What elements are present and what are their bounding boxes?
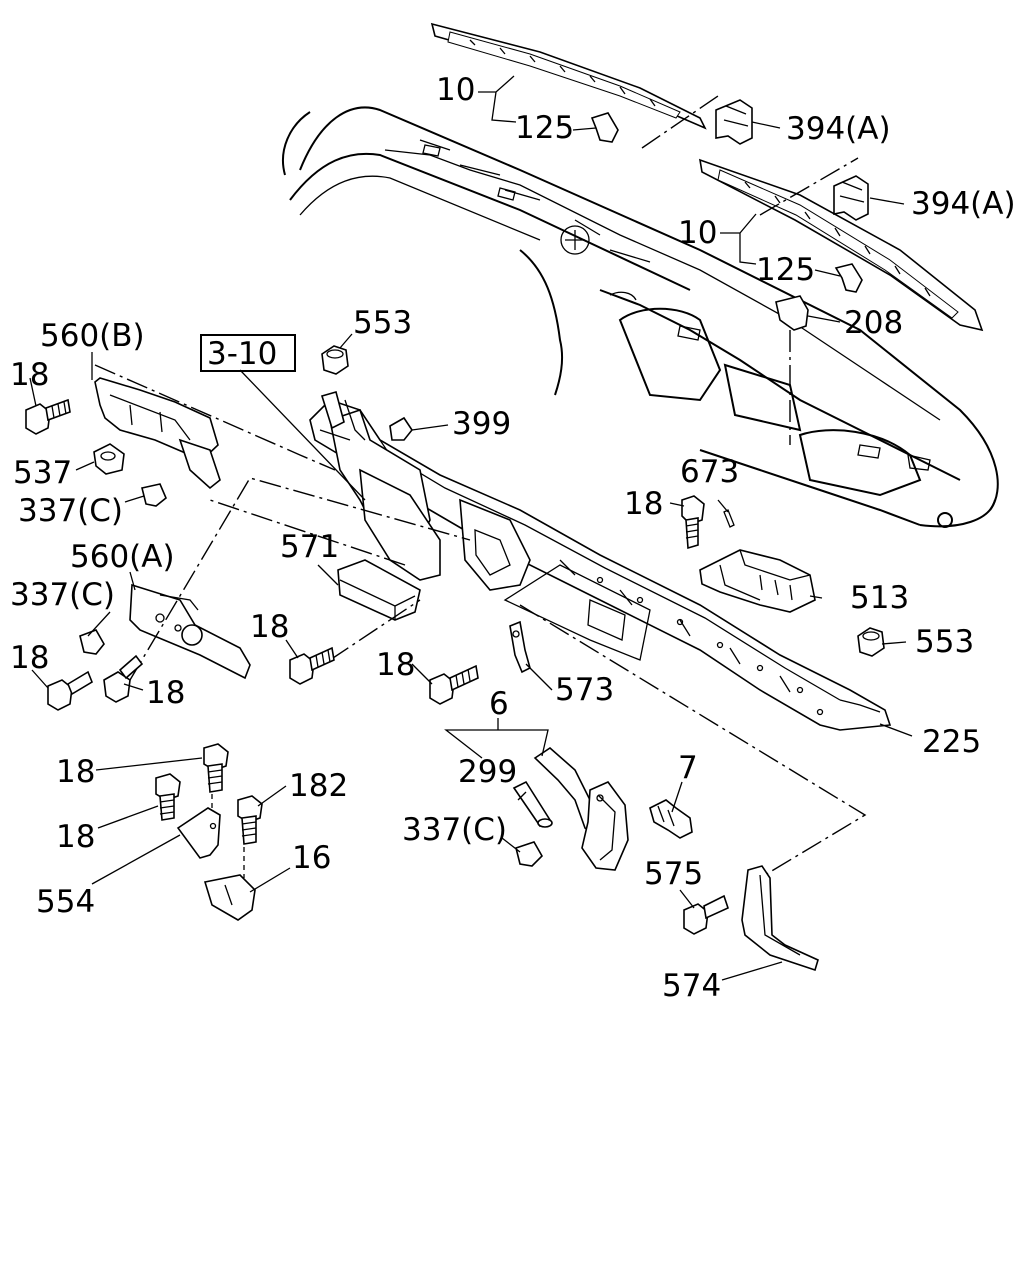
bolt-18-h — [155, 773, 181, 821]
callout-399: 399 — [452, 406, 511, 442]
spacer-299 — [512, 780, 553, 828]
callout-125: 125 — [756, 252, 815, 288]
fastener-394a-lower — [833, 175, 869, 221]
cross-member-225 — [309, 391, 892, 731]
bolt-575 — [683, 894, 729, 935]
callout-10: 10 — [678, 215, 717, 251]
bolt-18-a — [25, 398, 71, 435]
callout-18: 18 — [10, 640, 49, 676]
defroster-grille-upper — [430, 22, 707, 130]
callout-182: 182 — [289, 768, 348, 804]
callout-299: 299 — [458, 754, 517, 790]
nut-553-upper — [321, 345, 349, 375]
callout-208: 208 — [844, 305, 903, 341]
bolt-182 — [237, 795, 263, 845]
callout-575: 575 — [644, 856, 703, 892]
callout-337c: 337(C) — [402, 812, 507, 848]
bracket-513 — [699, 549, 816, 613]
callout-16: 16 — [292, 840, 331, 876]
callout-10: 10 — [436, 72, 475, 108]
callout-labels: 10 125 394(A) 394(A) 10 125 208 560(B) 3… — [10, 72, 1016, 1004]
callout-6: 6 — [489, 686, 509, 722]
callout-560a: 560(A) — [70, 539, 175, 575]
defroster-grille-lower — [698, 158, 984, 332]
bolt-7 — [649, 799, 693, 839]
callout-337c: 337(C) — [10, 577, 115, 613]
clip-125-lower — [834, 263, 863, 293]
callout-18: 18 — [56, 819, 95, 855]
callout-554: 554 — [36, 884, 95, 920]
bolt-18-e — [103, 654, 144, 703]
callout-560b: 560(B) — [40, 318, 145, 354]
clip-337c-b — [79, 629, 105, 655]
fastener-394a-upper — [715, 99, 753, 145]
pocket-571 — [337, 559, 421, 621]
callout-394a: 394(A) — [786, 111, 891, 147]
instrument-panel — [282, 106, 999, 528]
callout-7: 7 — [678, 750, 698, 786]
bracket-554 — [176, 807, 221, 859]
callout-125: 125 — [515, 110, 574, 146]
bracket-6 — [533, 746, 629, 871]
clip-399 — [389, 416, 413, 441]
bolt-18-g — [203, 743, 229, 793]
callout-553: 553 — [915, 624, 974, 660]
reference-box — [200, 334, 296, 372]
callout-18: 18 — [10, 357, 49, 393]
pin-673 — [723, 509, 735, 528]
bracket-560b — [94, 364, 336, 490]
reference-3-10: 3-10 — [207, 336, 277, 372]
clip-337c-a — [141, 483, 167, 507]
callout-394a: 394(A) — [911, 186, 1016, 222]
callout-18: 18 — [376, 647, 415, 683]
callout-573: 573 — [555, 672, 614, 708]
callout-18: 18 — [250, 609, 289, 645]
clip-208 — [775, 295, 809, 331]
clip-337c-c — [515, 841, 543, 867]
leader-lines — [29, 75, 913, 981]
callout-337c: 337(C) — [18, 493, 123, 529]
callout-553: 553 — [353, 305, 412, 341]
bracket-16 — [203, 874, 256, 921]
bolt-18-c — [289, 646, 335, 685]
bracket-574 — [741, 865, 819, 972]
callout-225: 225 — [922, 724, 981, 760]
bolt-18-b — [681, 495, 705, 550]
callout-537: 537 — [13, 455, 72, 491]
callout-18: 18 — [624, 486, 663, 522]
callout-571: 571 — [280, 529, 339, 565]
bolt-18-f — [429, 664, 479, 705]
nut-553-lower — [857, 627, 885, 657]
callout-513: 513 — [850, 580, 909, 616]
callout-574: 574 — [662, 968, 721, 1004]
nut-537 — [93, 443, 125, 475]
callout-673: 673 — [680, 454, 739, 490]
callout-18: 18 — [56, 754, 95, 790]
bracket-560a — [129, 583, 251, 680]
callout-18: 18 — [146, 675, 185, 711]
bolt-18-d — [47, 670, 93, 711]
